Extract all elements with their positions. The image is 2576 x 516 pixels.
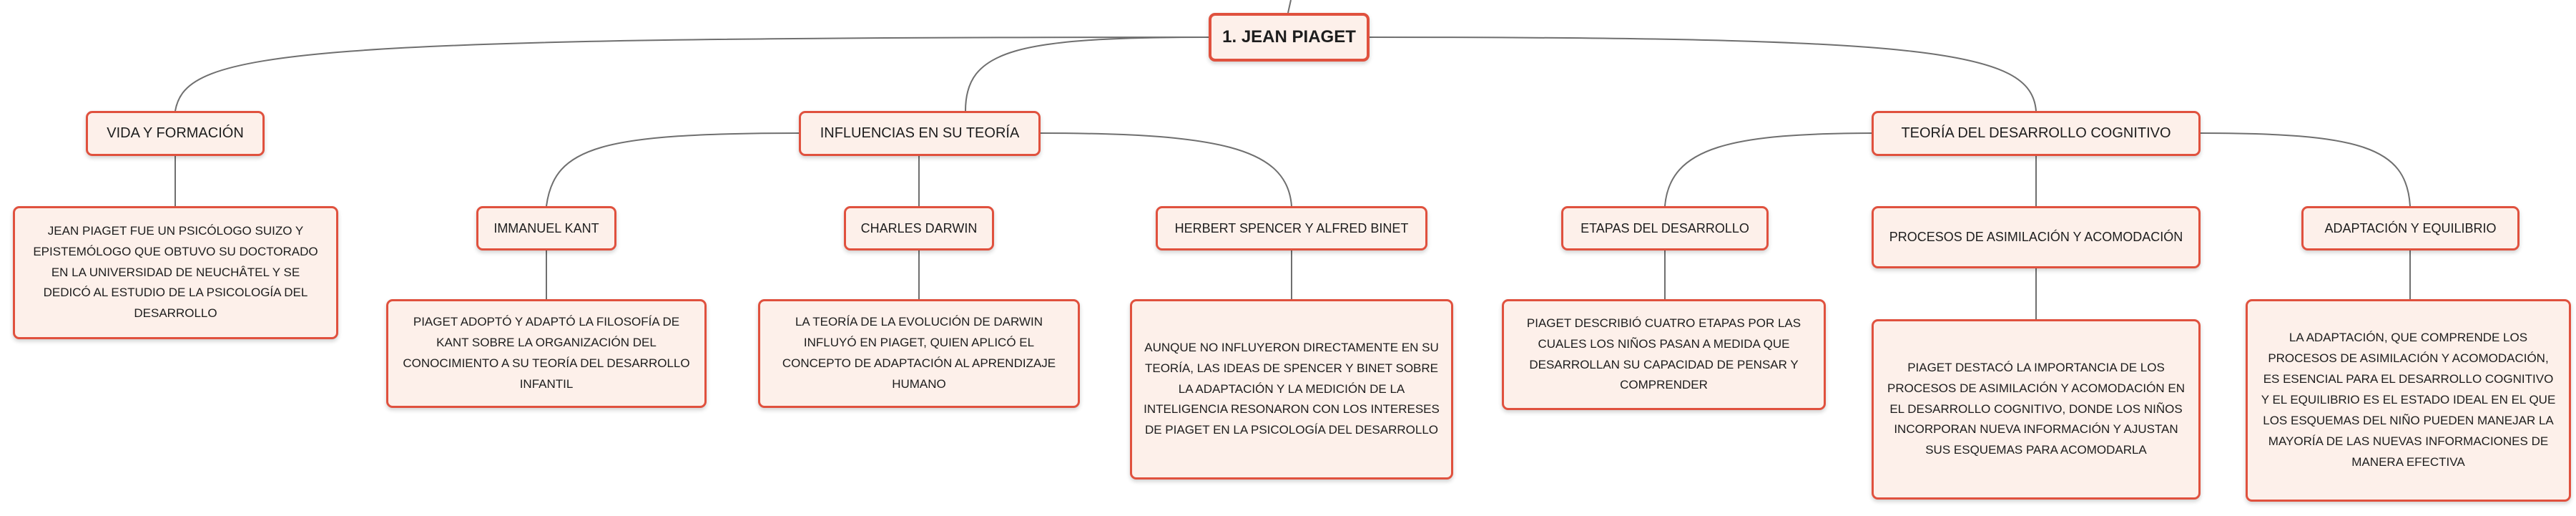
detail-node-adaptacion[interactable]: LA ADAPTACIÓN, QUE COMPRENDE LOS PROCESO…: [2246, 299, 2571, 502]
connector-root-teoria: [1369, 36, 2037, 112]
connector-influencias-kant: [546, 132, 802, 207]
subtopic-node-kant[interactable]: IMMANUEL KANT: [476, 206, 616, 250]
detail-node-darwin[interactable]: LA TEORÍA DE LA EVOLUCIÓN DE DARWIN INFL…: [758, 299, 1080, 408]
detail-node-kant[interactable]: PIAGET ADOPTÓ Y ADAPTÓ LA FILOSOFÍA DE K…: [386, 299, 707, 408]
detail-node-procesos[interactable]: PIAGET DESTACÓ LA IMPORTANCIA DE LOS PRO…: [1872, 319, 2201, 500]
leaf-node-vida-detail[interactable]: JEAN PIAGET FUE UN PSICÓLOGO SUIZO Y EPI…: [13, 206, 338, 339]
branch-node-influencias[interactable]: INFLUENCIAS EN SU TEORÍA: [799, 111, 1041, 156]
connector-teoria-etapas: [1664, 132, 1878, 207]
detail-node-etapas[interactable]: PIAGET DESCRIBIÓ CUATRO ETAPAS POR LAS C…: [1502, 299, 1826, 410]
subtopic-node-etapas[interactable]: ETAPAS DEL DESARROLLO: [1561, 206, 1769, 250]
subtopic-node-procesos[interactable]: PROCESOS DE ASIMILACIÓN Y ACOMODACIÓN: [1872, 206, 2201, 268]
subtopic-node-adaptacion[interactable]: ADAPTACIÓN Y EQUILIBRIO: [2301, 206, 2520, 250]
root-node[interactable]: 1. JEAN PIAGET: [1209, 13, 1370, 62]
connector-root-vida: [174, 36, 1209, 112]
subtopic-node-spencer-binet[interactable]: HERBERT SPENCER Y ALFRED BINET: [1156, 206, 1427, 250]
connector-influencias-spencer: [1038, 132, 1292, 207]
subtopic-node-darwin[interactable]: CHARLES DARWIN: [844, 206, 994, 250]
connector-teoria-adaptacion: [2198, 132, 2411, 207]
branch-node-vida-y-formacion[interactable]: VIDA Y FORMACIÓN: [86, 111, 265, 156]
connector-root-influencias: [965, 36, 1209, 112]
detail-node-spencer-binet[interactable]: AUNQUE NO INFLUYERON DIRECTAMENTE EN SU …: [1130, 299, 1453, 480]
branch-node-teoria-desarrollo[interactable]: TEORÍA DEL DESARROLLO COGNITIVO: [1872, 111, 2201, 156]
connector-root-top: [1287, 0, 1292, 14]
